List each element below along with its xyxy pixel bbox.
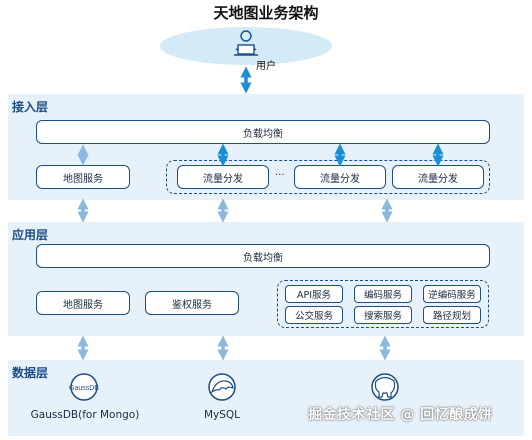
- service-encode: 编码服务: [354, 285, 412, 303]
- mysql-label: MySQL: [203, 409, 241, 421]
- service-search: 搜索服务: [354, 306, 412, 324]
- access-map-service: 地图服务: [36, 165, 130, 189]
- service-api: API服务: [285, 285, 343, 303]
- data-layer-label: 数据层: [12, 366, 49, 380]
- traffic-node-1: 流量分发: [177, 165, 269, 189]
- service-bus: 公交服务: [285, 306, 343, 324]
- access-load-balancer: 负载均衡: [36, 120, 490, 144]
- app-load-balancer: 负载均衡: [36, 244, 490, 268]
- traffic-group: [166, 160, 490, 194]
- traffic-node-3: 流量分发: [392, 165, 484, 189]
- app-services-group: [277, 280, 489, 328]
- user-label: 用户: [256, 61, 276, 72]
- watermark: 掘金技术社区 @ 回忆酿成饼: [308, 407, 493, 423]
- traffic-node-2: 流量分发: [294, 165, 386, 189]
- data-layer: [8, 360, 524, 436]
- service-decode: 逆编码服务: [423, 285, 481, 303]
- app-map-service: 地图服务: [36, 291, 130, 315]
- app-layer-label: 应用层: [12, 228, 49, 242]
- diagram-title: 天地图业务架构: [213, 4, 319, 22]
- access-layer-label: 接入层: [12, 100, 49, 114]
- gaussdb-label: GaussDB(for Mongo): [30, 409, 140, 421]
- traffic-ellipsis: ···: [275, 170, 285, 181]
- auth-service: 鉴权服务: [145, 291, 239, 315]
- service-route: 路径规划: [423, 306, 481, 324]
